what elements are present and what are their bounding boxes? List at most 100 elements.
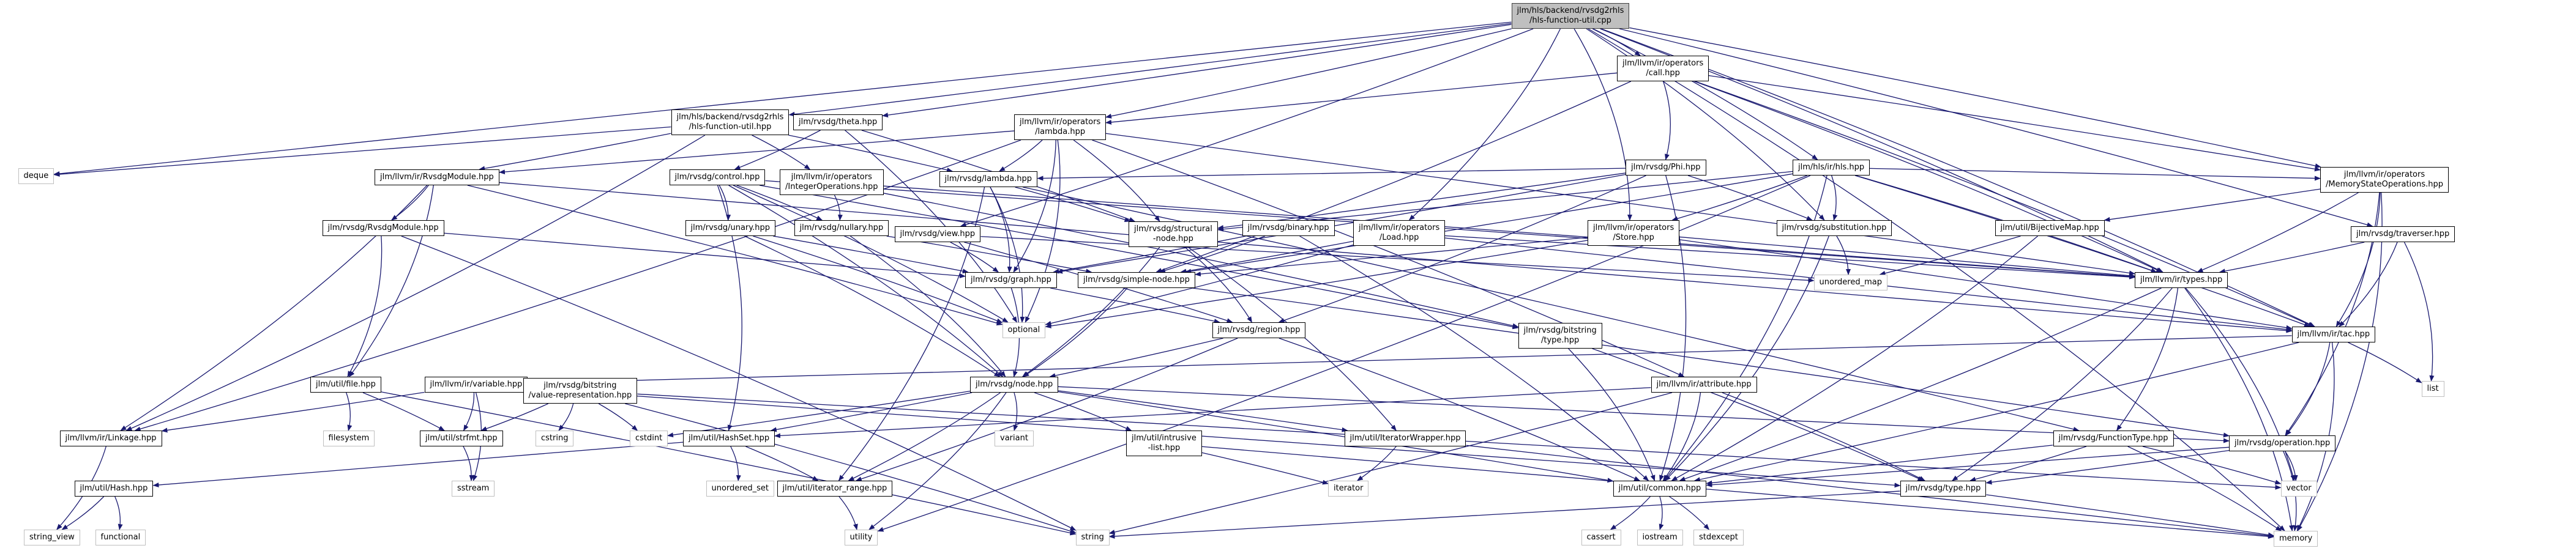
system-header-node[interactable]: string_view [24,530,80,545]
include-edge [479,133,671,171]
header-file-node[interactable]: jlm/util/intrusive -list.hpp [1126,431,1202,456]
system-header-node[interactable]: unordered_set [706,481,774,497]
header-file-node[interactable]: jlm/rvsdg/FunctionType.hpp [2053,431,2174,446]
header-file-node[interactable]: jlm/rvsdg/theta.hpp [793,114,883,130]
header-file-node[interactable]: jlm/util/file.hpp [310,377,381,393]
header-file-node[interactable]: jlm/rvsdg/nullary.hpp [794,220,889,236]
header-file-node[interactable]: jlm/llvm/ir/RvsdgModule.hpp [375,169,499,185]
header-file-node[interactable]: jlm/llvm/ir/operators /call.hpp [1617,56,1709,81]
include-edge [1619,28,2373,227]
include-edge [1013,392,1018,431]
header-file-node[interactable]: jlm/llvm/ir/operators /Load.hpp [1353,220,1446,246]
system-header-node[interactable]: cassert [1581,530,1621,545]
system-header-node[interactable]: variant [995,431,1034,446]
header-file-node[interactable]: jlm/llvm/ir/operators /MemoryStateOperat… [2320,167,2449,193]
include-edge [950,242,999,273]
include-edge [1854,175,2310,327]
header-file-node[interactable]: jlm/llvm/ir/Linkage.hpp [59,431,162,446]
header-file-node[interactable]: jlm/llvm/ir/operators /Store.hpp [1588,220,1680,246]
include-edge [1687,175,1813,221]
header-file-node[interactable]: jlm/rvsdg/node.hpp [970,377,1059,393]
node-label: jlm/rvsdg/type.hpp [1905,484,1981,493]
header-file-node[interactable]: jlm/rvsdg/graph.hpp [965,272,1057,288]
node-label: jlm/util/common.hpp [1618,484,1701,493]
include-edge [855,338,1238,481]
header-file-node[interactable]: jlm/util/Hash.hpp [74,481,154,497]
node-label: optional [1007,325,1040,335]
include-edge [1679,239,2293,330]
header-file-node[interactable]: jlm/llvm/ir/tac.hpp [2291,327,2376,342]
header-file-node[interactable]: jlm/rvsdg/unary.hpp [685,220,775,236]
include-edge [114,496,123,530]
include-edge [990,187,1025,323]
include-edge [980,236,1815,283]
header-file-node[interactable]: jlm/util/iterator_range.hpp [777,481,893,497]
root-file-node: jlm/hls/backend/rvsdg2rhls /hls-function… [1511,3,1630,29]
include-edge [1159,235,1266,273]
system-header-node[interactable]: string [1075,530,1110,545]
system-header-node[interactable]: iostream [1637,530,1683,545]
include-edge [1985,449,2230,485]
include-edge [1049,338,1223,379]
header-file-node[interactable]: jlm/llvm/ir/types.hpp [2135,272,2228,288]
include-edge [1092,139,1685,377]
header-file-node[interactable]: jlm/rvsdg/Phi.hpp [1626,160,1706,176]
node-label: jlm/rvsdg/bitstring /value-representatio… [528,381,632,400]
system-header-node[interactable]: cstdint [630,431,668,446]
system-header-node[interactable]: functional [95,530,146,545]
header-file-node[interactable]: jlm/llvm/ir/operators /IntegerOperations… [780,169,884,195]
header-file-node[interactable]: jlm/util/BijectiveMap.hpp [1995,220,2105,236]
include-edge [877,175,1811,532]
include-edge [61,496,105,530]
system-header-node[interactable]: cstring [536,431,574,446]
system-header-node[interactable]: unordered_map [1813,275,1887,290]
include-edge [1588,28,2285,531]
node-label: utility [849,533,873,542]
header-file-node[interactable]: jlm/rvsdg/view.hpp [894,226,981,242]
include-edge [753,235,1003,324]
include-edge [1025,139,1061,323]
header-file-node[interactable]: jlm/rvsdg/bitstring /value-representatio… [523,378,638,404]
header-file-node[interactable]: jlm/hls/ir/hls.hpp [1793,160,1870,176]
header-file-node[interactable]: jlm/rvsdg/substitution.hpp [1776,220,1892,236]
system-header-node[interactable]: deque [18,168,54,184]
header-file-node[interactable]: jlm/llvm/ir/variable.hpp [424,377,528,393]
node-label: iterator [1334,484,1364,493]
include-edge [667,390,971,438]
header-file-node[interactable]: jlm/rvsdg/region.hpp [1212,322,1306,338]
system-header-node[interactable]: vector [2280,481,2317,497]
system-header-node[interactable]: iterator [1328,481,1369,497]
system-header-node[interactable]: utility [844,530,878,545]
header-file-node[interactable]: jlm/rvsdg/structural -node.hpp [1129,221,1218,247]
system-header-node[interactable]: list [2421,381,2444,397]
header-file-node[interactable]: jlm/rvsdg/traverser.hpp [2351,226,2455,242]
system-header-node[interactable]: memory [2274,531,2318,547]
header-file-node[interactable]: jlm/rvsdg/control.hpp [669,169,766,185]
header-file-node[interactable]: jlm/rvsdg/operation.hpp [2229,435,2336,451]
header-file-node[interactable]: jlm/rvsdg/lambda.hpp [939,171,1038,187]
system-header-node[interactable]: filesystem [323,431,375,446]
header-file-node[interactable]: jlm/util/common.hpp [1613,481,1707,497]
header-file-node[interactable]: jlm/rvsdg/type.hpp [1900,481,1987,497]
include-edge [1706,445,2053,486]
node-label: jlm/util/HashSet.hpp [689,434,770,443]
system-header-node[interactable]: stdexcept [1693,530,1744,545]
include-edge [1408,28,1561,221]
header-file-node[interactable]: jlm/llvm/ir/operators /lambda.hpp [1014,114,1107,140]
header-file-node[interactable]: jlm/util/strfmt.hpp [420,431,503,446]
header-file-node[interactable]: jlm/rvsdg/bitstring /type.hpp [1518,323,1602,349]
header-file-node[interactable]: jlm/llvm/ir/attribute.hpp [1651,377,1757,393]
header-file-node[interactable]: jlm/rvsdg/RvsdgModule.hpp [322,220,444,236]
system-header-node[interactable]: optional [1002,322,1046,338]
header-file-node[interactable]: jlm/util/IteratorWrapper.hpp [1344,431,1466,446]
system-header-node[interactable]: sstream [452,481,495,497]
header-file-node[interactable]: jlm/util/HashSet.hpp [683,431,775,446]
header-file-node[interactable]: jlm/rvsdg/simple-node.hpp [1078,272,1195,288]
include-edge [1671,175,1807,221]
include-edge [1034,392,1132,431]
header-file-node[interactable]: jlm/rvsdg/binary.hpp [1242,220,1335,236]
node-label: jlm/llvm/ir/Linkage.hpp [65,434,157,443]
include-edge [401,235,1077,531]
node-label: jlm/rvsdg/simple-node.hpp [1083,275,1190,284]
header-file-node[interactable]: jlm/hls/backend/rvsdg2rhls /hls-function… [671,109,790,135]
